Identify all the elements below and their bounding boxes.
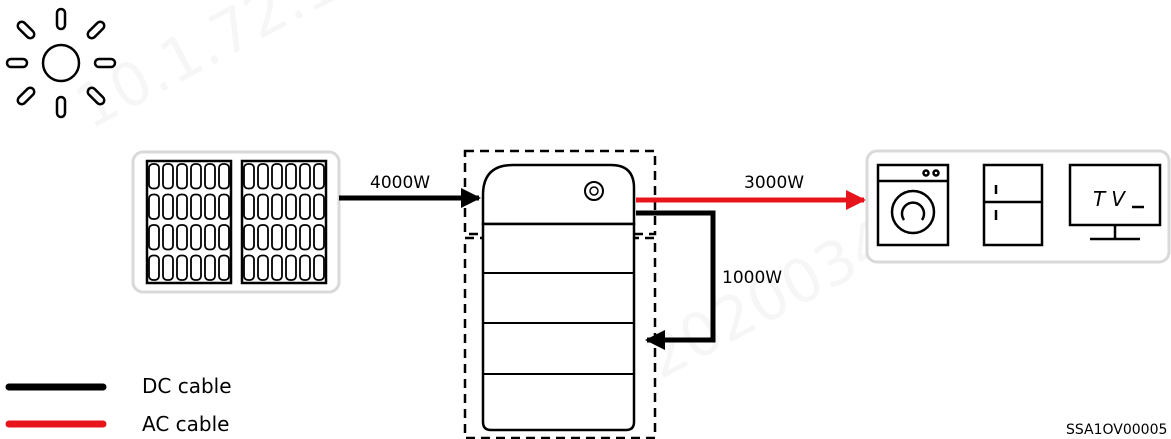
legend-dc-label: DC cable xyxy=(142,374,232,398)
sun-icon xyxy=(5,7,117,119)
watermark-text-1: 10.1.72.183 xyxy=(64,0,417,143)
loads-container xyxy=(865,149,1171,264)
battery-icon xyxy=(481,163,636,432)
flow-label-loads: 3000W xyxy=(744,173,804,193)
washing-machine-icon xyxy=(876,163,950,247)
flow-label-pv: 4000W xyxy=(370,173,430,193)
solar-panel-icon xyxy=(145,159,328,285)
legend-ac-label: AC cable xyxy=(142,412,229,436)
tv-icon xyxy=(1068,163,1162,241)
tv-screen-label: TV xyxy=(1093,187,1131,211)
refrigerator-icon xyxy=(982,163,1044,247)
dc-cable-inverter-to-battery xyxy=(636,210,716,350)
figure-code: SSA1OV00005 xyxy=(1066,422,1167,438)
flow-label-battery: 1000W xyxy=(722,268,782,288)
